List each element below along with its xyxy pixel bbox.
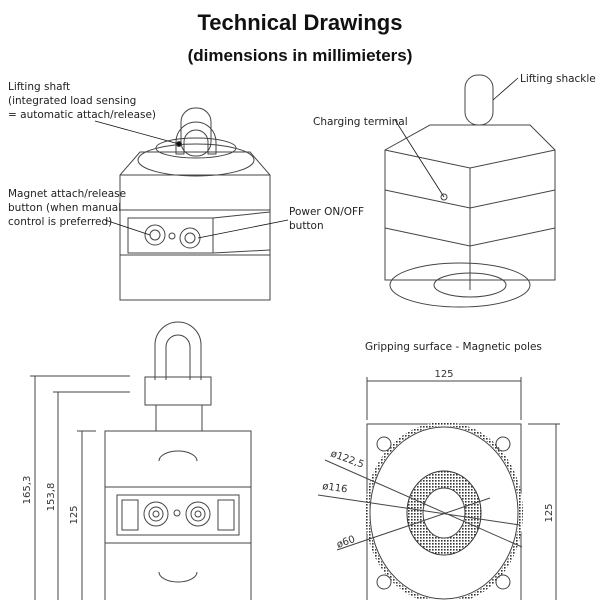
dim-153-8: 153,8 bbox=[46, 483, 57, 512]
front-dimensions bbox=[30, 375, 130, 600]
leader-lines bbox=[94, 77, 519, 239]
dim-125-height: 125 bbox=[544, 503, 555, 522]
page-title: Technical Drawings bbox=[197, 10, 403, 35]
isometric-device-front bbox=[119, 107, 271, 301]
callout-line: Magnet attach/release bbox=[8, 188, 127, 200]
front-view bbox=[104, 321, 252, 600]
callout-magnet-button: Magnet attach/release button (when manua… bbox=[8, 187, 126, 229]
dim-125-front: 125 bbox=[69, 505, 80, 524]
dim-125-width: 125 bbox=[434, 369, 453, 380]
dim-diameter-122-5: ø122,5 bbox=[329, 448, 365, 470]
callout-lifting-shackle: Lifting shackle bbox=[520, 73, 596, 85]
callout-line: Power ON/OFF bbox=[289, 206, 365, 218]
callout-gripping-surface: Gripping surface - Magnetic poles bbox=[365, 341, 542, 353]
dim-diameter-116: ø116 bbox=[322, 481, 349, 495]
isometric-device-back bbox=[384, 74, 556, 308]
callout-line: button bbox=[289, 220, 324, 232]
page-subtitle: (dimensions in millimieters) bbox=[187, 46, 413, 65]
callout-charging-terminal: Charging terminal bbox=[313, 116, 408, 128]
dim-165-3: 165,3 bbox=[22, 476, 33, 505]
callout-line: button (when manual bbox=[8, 202, 122, 214]
callout-power-button: Power ON/OFF button bbox=[289, 205, 364, 233]
callout-line: (integrated load sensing bbox=[8, 95, 137, 107]
callout-line: Lifting shaft bbox=[8, 81, 71, 93]
callout-line: control is preferred) bbox=[8, 216, 113, 228]
dim-diameter-60: ø60 bbox=[335, 534, 356, 551]
callout-lifting-shaft: Lifting shaft (integrated load sensing =… bbox=[8, 80, 156, 122]
callout-line: = automatic attach/release) bbox=[8, 109, 157, 121]
bottom-view bbox=[317, 377, 560, 600]
